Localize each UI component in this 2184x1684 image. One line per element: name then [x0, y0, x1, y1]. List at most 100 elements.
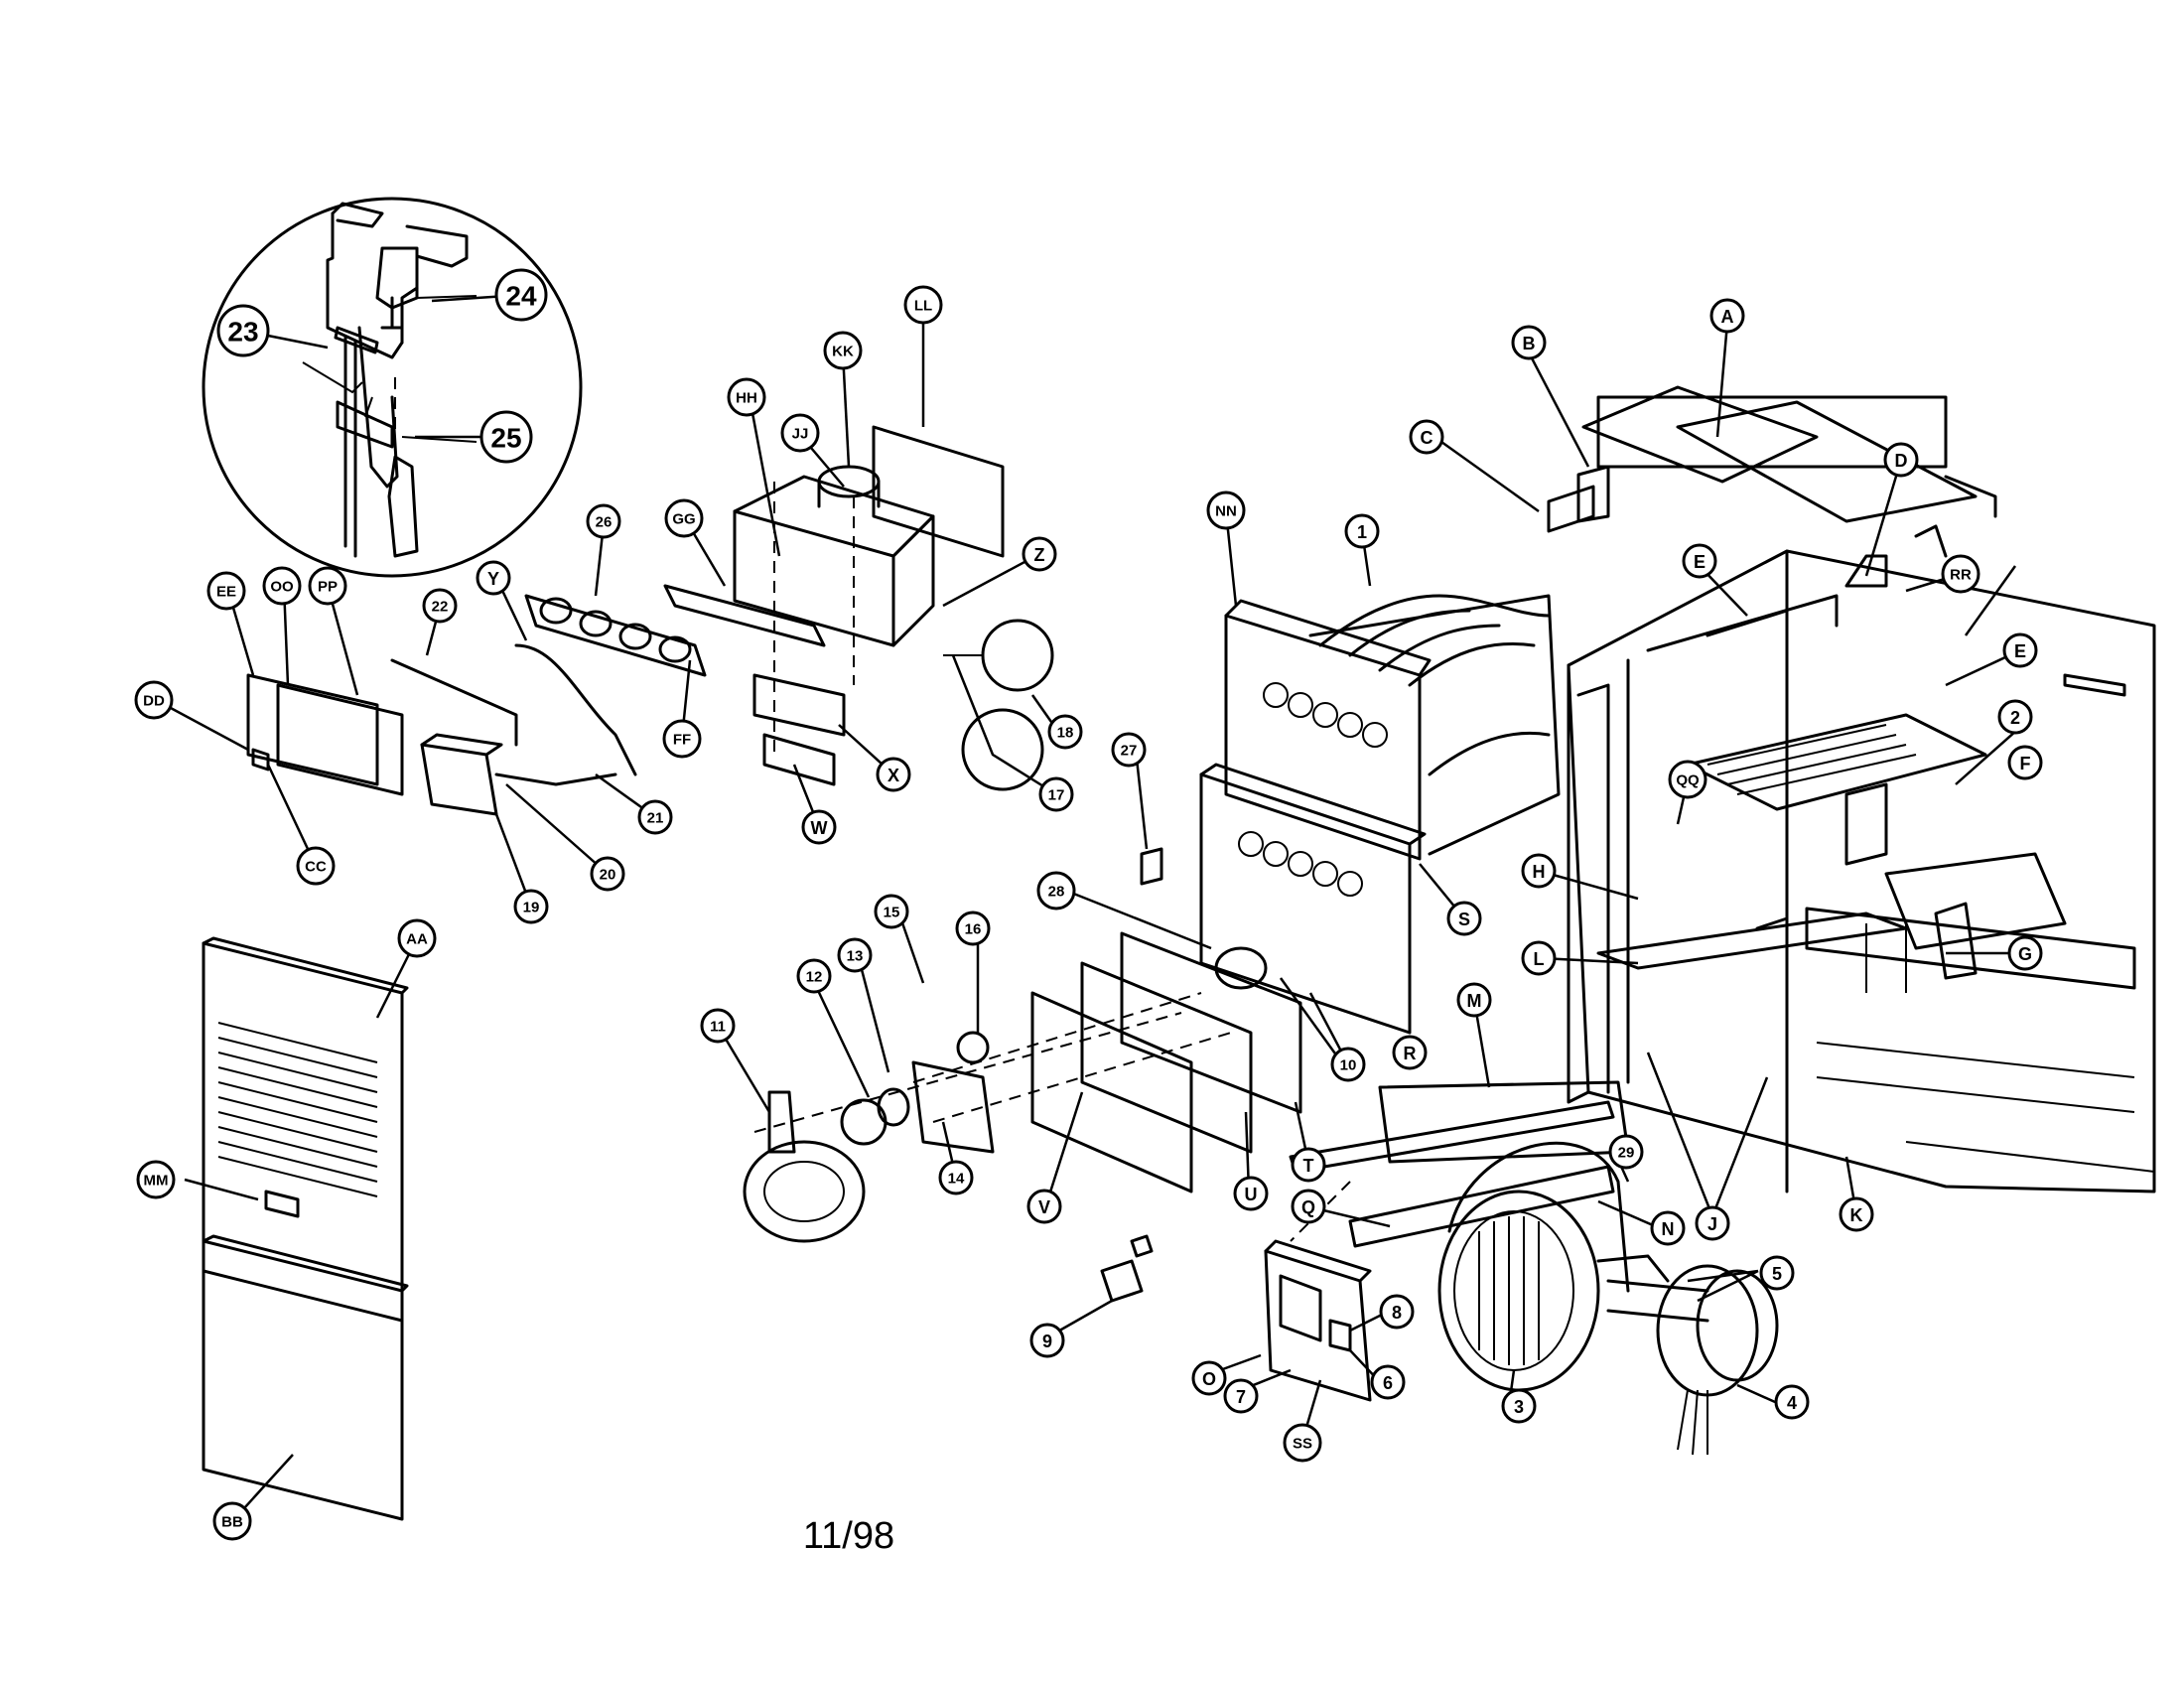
- callout-qq: QQ: [1668, 760, 1707, 799]
- callout-bubble: [1883, 442, 1919, 478]
- callout-17: 17: [1038, 776, 1074, 812]
- callout-18: 18: [1047, 714, 1083, 750]
- callout-label: 21: [647, 810, 664, 827]
- callout-8: 8: [1379, 1294, 1415, 1330]
- callout-label: 13: [847, 948, 864, 965]
- callout-bubble: [637, 799, 673, 835]
- callout-g: G: [2007, 935, 2043, 971]
- vent-collector-box: [663, 425, 1005, 786]
- callout-bubble: [837, 937, 873, 973]
- callout-label: 27: [1121, 743, 1138, 760]
- callout-label: MM: [144, 1173, 169, 1190]
- callout-bubble: [874, 894, 909, 929]
- burner-manifold: [524, 594, 707, 677]
- callout-label: E: [1694, 552, 1706, 572]
- callout-x: X: [876, 757, 911, 792]
- callout-label: HH: [736, 390, 757, 407]
- callout-kk: KK: [823, 331, 863, 370]
- callout-rr: RR: [1941, 554, 1980, 594]
- gas-valve: [390, 643, 637, 816]
- callout-24: 24: [494, 268, 548, 322]
- callout-label: 16: [965, 921, 982, 938]
- callout-10: 10: [1330, 1047, 1366, 1082]
- callout-cc: CC: [296, 846, 336, 886]
- callout-label: QQ: [1676, 772, 1700, 789]
- callout-11: 11: [700, 1008, 736, 1044]
- gaskets: [1030, 931, 1302, 1193]
- callout-label: DD: [143, 693, 165, 710]
- inducer-assembly: [743, 1031, 995, 1243]
- callout-label: 2: [2010, 708, 2020, 728]
- callout-19: 19: [513, 889, 549, 924]
- callout-label: J: [1707, 1214, 1717, 1234]
- callout-hh: HH: [727, 377, 766, 417]
- callout-label: S: [1458, 910, 1470, 929]
- callout-label: N: [1662, 1219, 1675, 1239]
- callout-t: T: [1291, 1147, 1326, 1183]
- callout-bubble: [876, 757, 911, 792]
- callout-bubble: [1026, 1189, 1062, 1224]
- top-panel-and-brackets: [1547, 385, 1819, 533]
- door-louvers: [217, 1022, 378, 1197]
- callout-bubble: [476, 560, 511, 596]
- control-board: [1264, 1239, 1372, 1402]
- callout-b: B: [1511, 325, 1547, 360]
- callout-label: G: [2018, 944, 2032, 964]
- callout-bubble: [1344, 513, 1380, 549]
- callout-q: Q: [1291, 1189, 1326, 1224]
- callout-bubble: [1709, 298, 1745, 334]
- callout-label: 23: [227, 317, 258, 348]
- callout-label: 4: [1787, 1393, 1797, 1413]
- callout-label: 6: [1383, 1373, 1393, 1393]
- callout-bubble: [586, 503, 621, 539]
- callout-2: 2: [1997, 699, 2033, 735]
- callout-bubble: [494, 268, 548, 322]
- callout-label: PP: [318, 579, 338, 596]
- callout-label: T: [1303, 1156, 1314, 1176]
- callout-label: 15: [884, 905, 900, 921]
- callout-23: 23: [216, 304, 270, 357]
- callout-bubble: [1839, 1196, 1874, 1232]
- callout-label: 9: [1042, 1332, 1052, 1351]
- callout-bubble: [206, 571, 246, 611]
- callout-bubble: [1409, 419, 1444, 455]
- callout-a: A: [1709, 298, 1745, 334]
- callout-5: 5: [1759, 1255, 1795, 1291]
- callout-bubble: [1036, 871, 1076, 911]
- callout-bubble: [296, 846, 336, 886]
- callout-label: 20: [600, 867, 616, 884]
- callout-label: KK: [832, 344, 854, 360]
- callout-label: 28: [1048, 884, 1065, 901]
- callout-12: 12: [796, 958, 832, 994]
- callout-label: 26: [596, 514, 613, 531]
- callout-label: 22: [432, 599, 449, 616]
- callout-bubble: [1370, 1364, 1406, 1400]
- callout-label: V: [1038, 1197, 1050, 1217]
- callout-bubble: [1291, 1147, 1326, 1183]
- callout-label: 24: [505, 281, 537, 312]
- callout-jj: JJ: [780, 413, 820, 453]
- callout-bubble: [1511, 325, 1547, 360]
- callout-bubble: [780, 413, 820, 453]
- callout-7: 7: [1223, 1378, 1259, 1414]
- blower-assembly: [1289, 1080, 1630, 1392]
- callout-label: 19: [523, 900, 540, 916]
- callout-s: S: [1446, 901, 1482, 936]
- callout-c: C: [1409, 419, 1444, 455]
- callout-ff: FF: [662, 719, 702, 759]
- furnace-cabinet: [1567, 395, 2156, 1193]
- callout-label: A: [1721, 307, 1734, 327]
- callout-label: F: [2020, 754, 2031, 773]
- callout-label: AA: [406, 931, 428, 948]
- heat-exchanger: [1224, 594, 1561, 861]
- callout-v: V: [1026, 1189, 1062, 1224]
- callout-bubble: [212, 1501, 252, 1541]
- callout-bubble: [1668, 760, 1707, 799]
- callout-3: 3: [1501, 1388, 1537, 1424]
- callout-d: D: [1883, 442, 1919, 478]
- callout-bubble: [1206, 491, 1246, 530]
- callout-bubble: [397, 918, 437, 958]
- callout-bb: BB: [212, 1501, 252, 1541]
- callout-label: 5: [1772, 1264, 1782, 1284]
